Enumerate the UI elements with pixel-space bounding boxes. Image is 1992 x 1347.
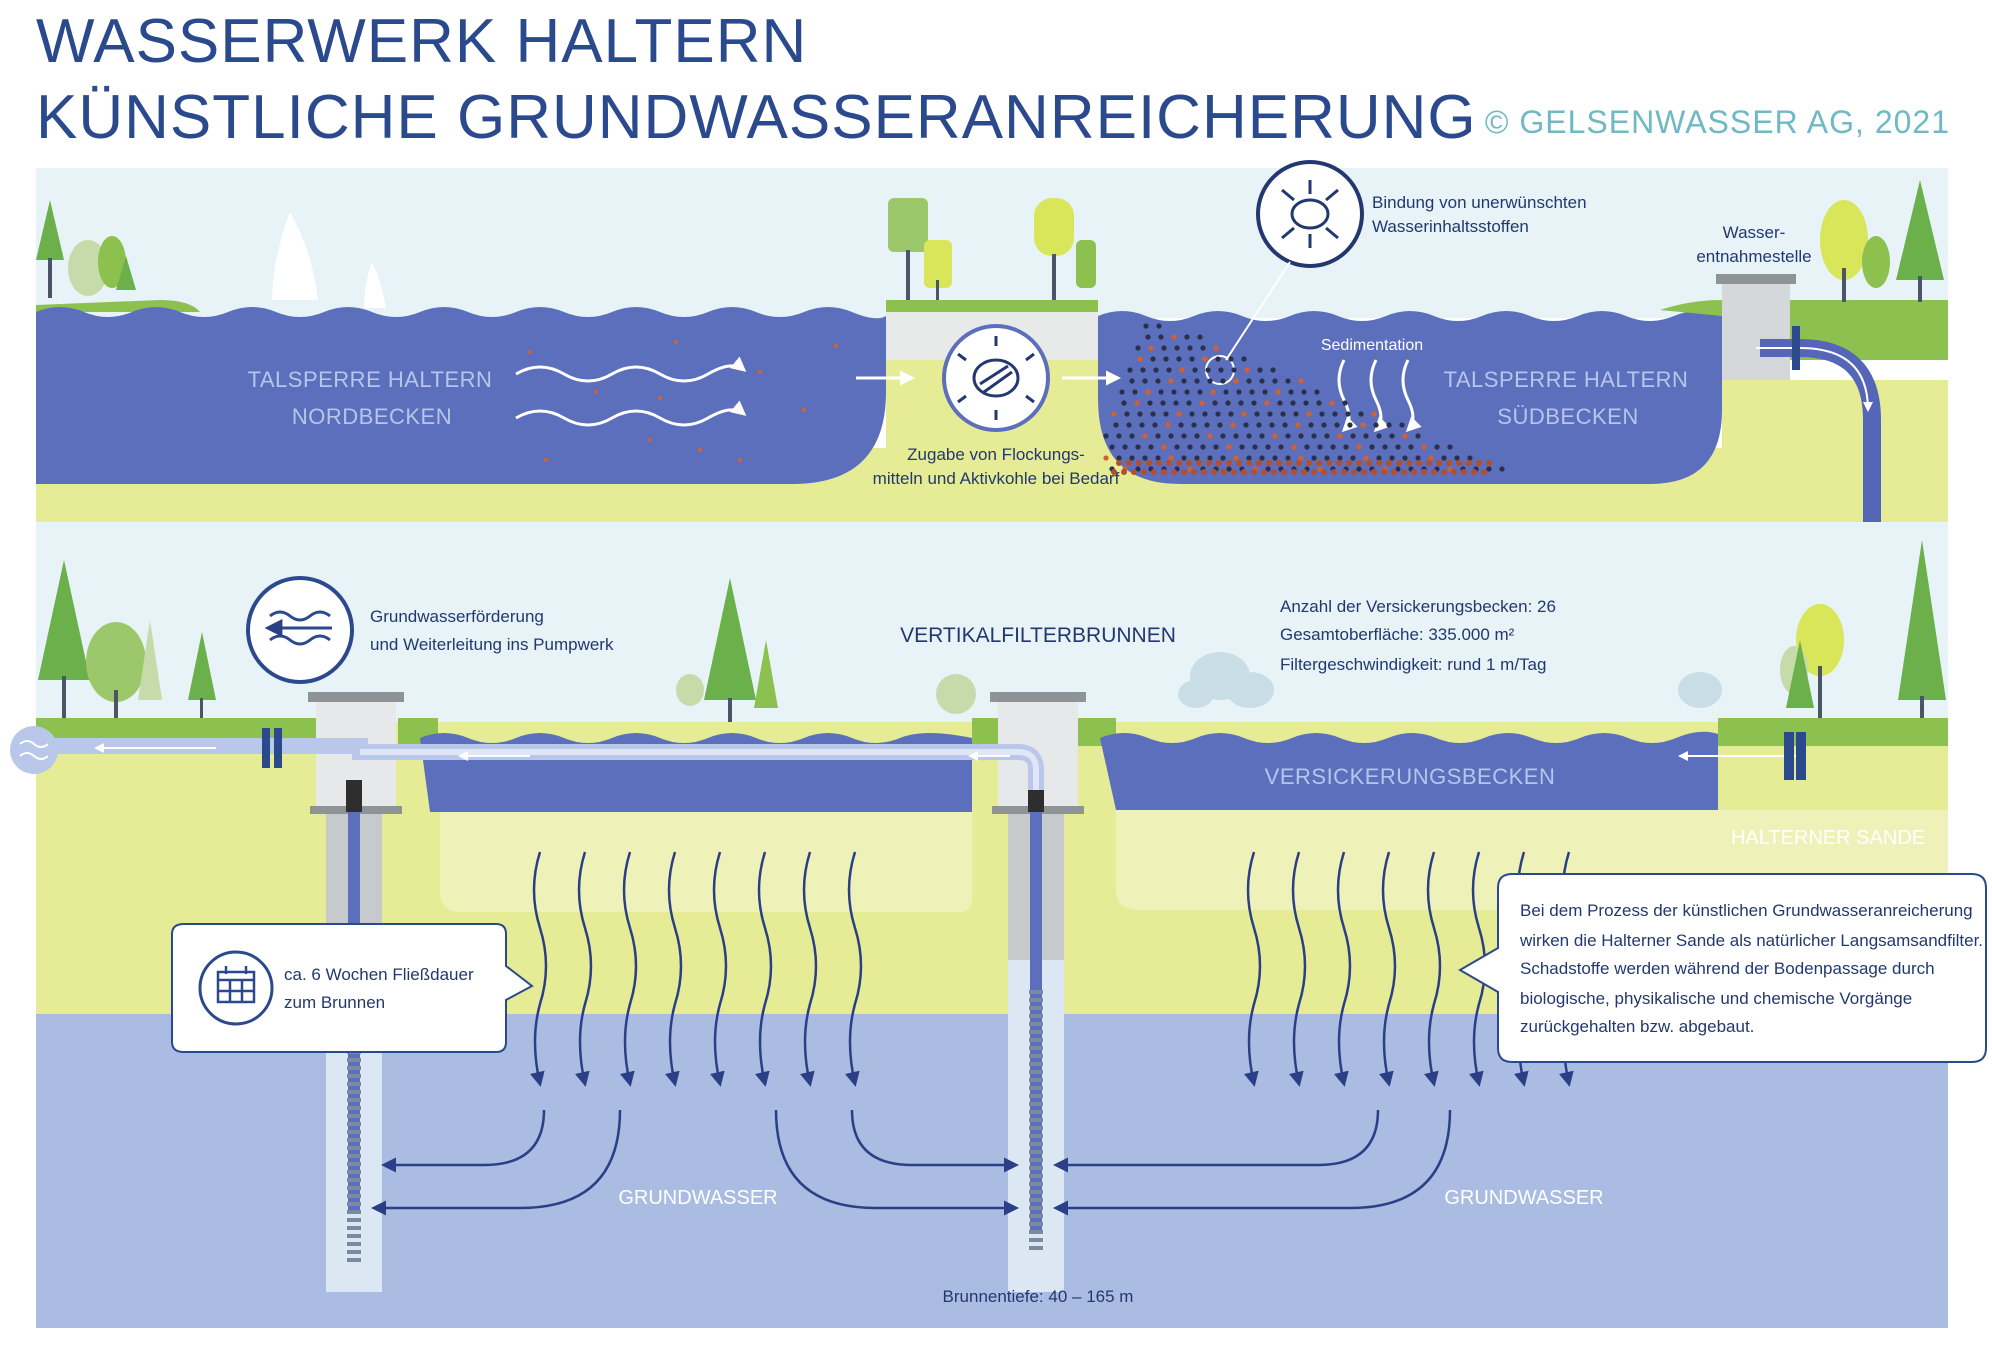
top-section [36,160,1948,765]
pumpworks-water-icon [10,726,58,774]
intake-label-2: entnahmestelle [1696,247,1811,266]
trees-bottom-right [1780,540,1946,722]
seepage-arrow [1334,851,1352,1087]
well1-pump [346,780,362,812]
sand-top-right [1722,380,1948,448]
sediment-particles [1103,323,1505,475]
process-info-line-2: wirken die Halterner Sande als natürlich… [1519,931,1983,950]
bottom-section [10,326,1987,1328]
seepage-arrow [1289,851,1307,1087]
groundwater-label-left: GRUNDWASSER [618,1187,777,1209]
intake-label-1: Wasser- [1723,223,1786,242]
flocculant-label-1: Zugabe von Flockungs- [907,445,1085,464]
seepage-arrow [665,851,683,1087]
seepage-arrow [530,851,548,1087]
trees-island [888,198,1096,300]
grass-intake-left [1660,300,1722,316]
calendar-icon-circle [198,950,274,1026]
process-info-line-5: zurückgehalten bzw. abgebaut. [1520,1017,1754,1036]
pipe-flange [262,728,270,768]
south-basin-label-1: TALSPERRE HALTERN [1444,367,1689,392]
well2-roof [990,692,1086,702]
intake-structure [1722,280,1790,380]
clouds-bottom [1178,652,1722,708]
sailboat [364,262,386,308]
seepage-arrows [530,851,1577,1087]
seepage-arrow [1379,851,1397,1087]
sailboat [272,212,318,300]
dosing-icon [942,324,1050,432]
seepage-arrow [800,851,818,1087]
south-basin-water [1098,311,1722,484]
infiltration-basin-label: VERSICKERUNGSBECKEN [1265,764,1556,789]
north-basin-label-2: NORDBECKEN [292,404,452,429]
seepage-arrow [845,851,863,1087]
groundwater-pumping-icon [246,576,354,684]
bottom-sky [36,522,1948,722]
seepage-arrow [1244,851,1262,1087]
pumping-label-2: und Weiterleitung ins Pumpwerk [370,635,614,654]
groundwater-label-right: GRUNDWASSER [1444,1187,1603,1209]
trees-bottom-left [38,560,216,722]
south-basin-label-2: SÜDBECKEN [1497,404,1638,429]
stats-filter-speed: Filtergeschwindigkeit: rund 1 m/Tag [1280,655,1546,674]
binding-arrows-icon [1281,180,1339,248]
title-line-2: KÜNSTLICHE GRUNDWASSERANREICHERUNG [36,83,1477,152]
well-depth-label: Brunnentiefe: 40 – 165 m [943,1287,1134,1306]
flow-time-label-2: zum Brunnen [284,993,385,1012]
calendar-icon [216,966,256,1004]
flow-time-label-1: ca. 6 Wochen Fließdauer [284,965,474,984]
pipe-flange [274,728,282,768]
seepage-arrow [620,851,638,1087]
intake-cap [1716,274,1796,284]
well2-filter-screen [1029,990,1043,1250]
stats-basin-count: Anzahl der Versickerungsbecken: 26 [1280,597,1556,616]
intake-pipe-flow [1756,347,1873,412]
north-basin-label-1: TALSPERRE HALTERN [248,367,493,392]
pipe-flange [1796,732,1806,780]
infiltration-basin-right [1100,731,1718,810]
process-info-line-4: biologische, physikalische und chemische… [1520,989,1912,1008]
island-grass [886,300,1098,312]
binding-label-2: Wasserinhaltsstoffen [1372,217,1529,236]
flow-time-callout [171,923,534,1053]
seepage-arrow [575,851,593,1087]
seepage-arrow [1424,851,1442,1087]
well1-roof [308,692,404,702]
particles-north [528,340,838,462]
process-info-callout [1458,873,1987,1063]
trees-top-left [36,200,136,298]
binding-icon [1256,160,1364,268]
trees-bottom-center [676,578,976,722]
stats-surface: Gesamtoberfläche: 335.000 m² [1280,625,1515,644]
well1-filter-screen [347,1050,361,1262]
flocculant-particle-icon [957,336,1035,420]
seepage-arrow [755,851,773,1087]
binding-pointer [1225,261,1291,361]
pumping-label-1: Grundwasserförderung [370,607,544,626]
title-line-1: WASSERWERK HALTERN [36,7,808,76]
binding-label-1: Bindung von unerwünschten [1372,193,1587,212]
seepage-arrow [710,851,728,1087]
trees-top-right [1820,180,1944,302]
sedimentation-label: Sedimentation [1321,337,1423,354]
north-basin-water [36,307,886,484]
sand-light-left [440,810,972,912]
pipe-flange [1784,732,1794,780]
groundwater-flow-arrows [371,1109,1452,1216]
sands-label: HALTERNER SANDE [1731,827,1925,849]
process-info-line-1: Bei dem Prozess der künstlichen Grundwas… [1520,901,1973,920]
grass-bottom-right [1718,718,1948,746]
well-title: VERTIKALFILTERBRUNNEN [900,624,1176,647]
collection-pipe-core [360,749,1039,790]
process-info-line-3: Schadstoffe werden während der Bodenpass… [1520,959,1935,978]
top-sky [36,168,1948,318]
pumpworks-wave-icon [19,740,49,760]
copyright: © GELSENWASSER AG, 2021 [1484,104,1950,140]
pipe-flange [1792,326,1800,370]
flocculant-label-2: mitteln und Aktivkohle bei Bedarf [873,469,1120,488]
